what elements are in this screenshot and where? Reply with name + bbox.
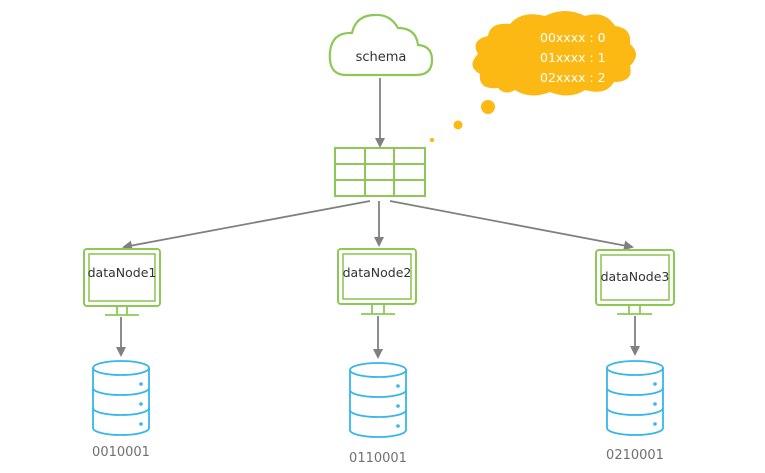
mapping-thought-cloud: 00xxxx : 0 01xxxx : 1 02xxxx : 2 (429, 11, 636, 143)
arrow-table-to-node3 (389, 200, 634, 251)
schema-label: schema (356, 50, 407, 65)
mapping-line-1: 00xxxx : 0 (540, 30, 606, 45)
database-icon (349, 362, 407, 438)
thought-bubble-small (429, 137, 435, 143)
database-icon (92, 360, 150, 436)
database-label: 0210001 (606, 448, 664, 463)
monitor-icon (83, 248, 161, 316)
database-icon (606, 360, 664, 436)
schema-cloud: schema (328, 13, 434, 77)
monitor-icon (337, 248, 417, 315)
node-label: dataNode2 (343, 265, 412, 280)
database-label: 0010001 (92, 445, 150, 460)
monitor-icon (595, 249, 675, 315)
routing-table-icon (334, 147, 426, 197)
thought-bubble-medium (453, 120, 463, 130)
thought-cloud-shape (472, 11, 636, 96)
node-label: dataNode1 (88, 265, 157, 280)
thought-bubble-large (481, 100, 495, 114)
cloud-icon (328, 13, 434, 77)
data-node-3: dataNode3 0210001 (595, 249, 675, 463)
mapping-line-2: 01xxxx : 1 (540, 50, 606, 65)
data-node-1: dataNode1 0010001 (83, 248, 161, 460)
mapping-line-3: 02xxxx : 2 (540, 70, 606, 85)
database-label: 0110001 (349, 451, 407, 466)
data-node-2: dataNode2 0110001 (337, 248, 417, 466)
arrow-table-to-node1 (122, 200, 371, 251)
node-label: dataNode3 (601, 269, 670, 284)
